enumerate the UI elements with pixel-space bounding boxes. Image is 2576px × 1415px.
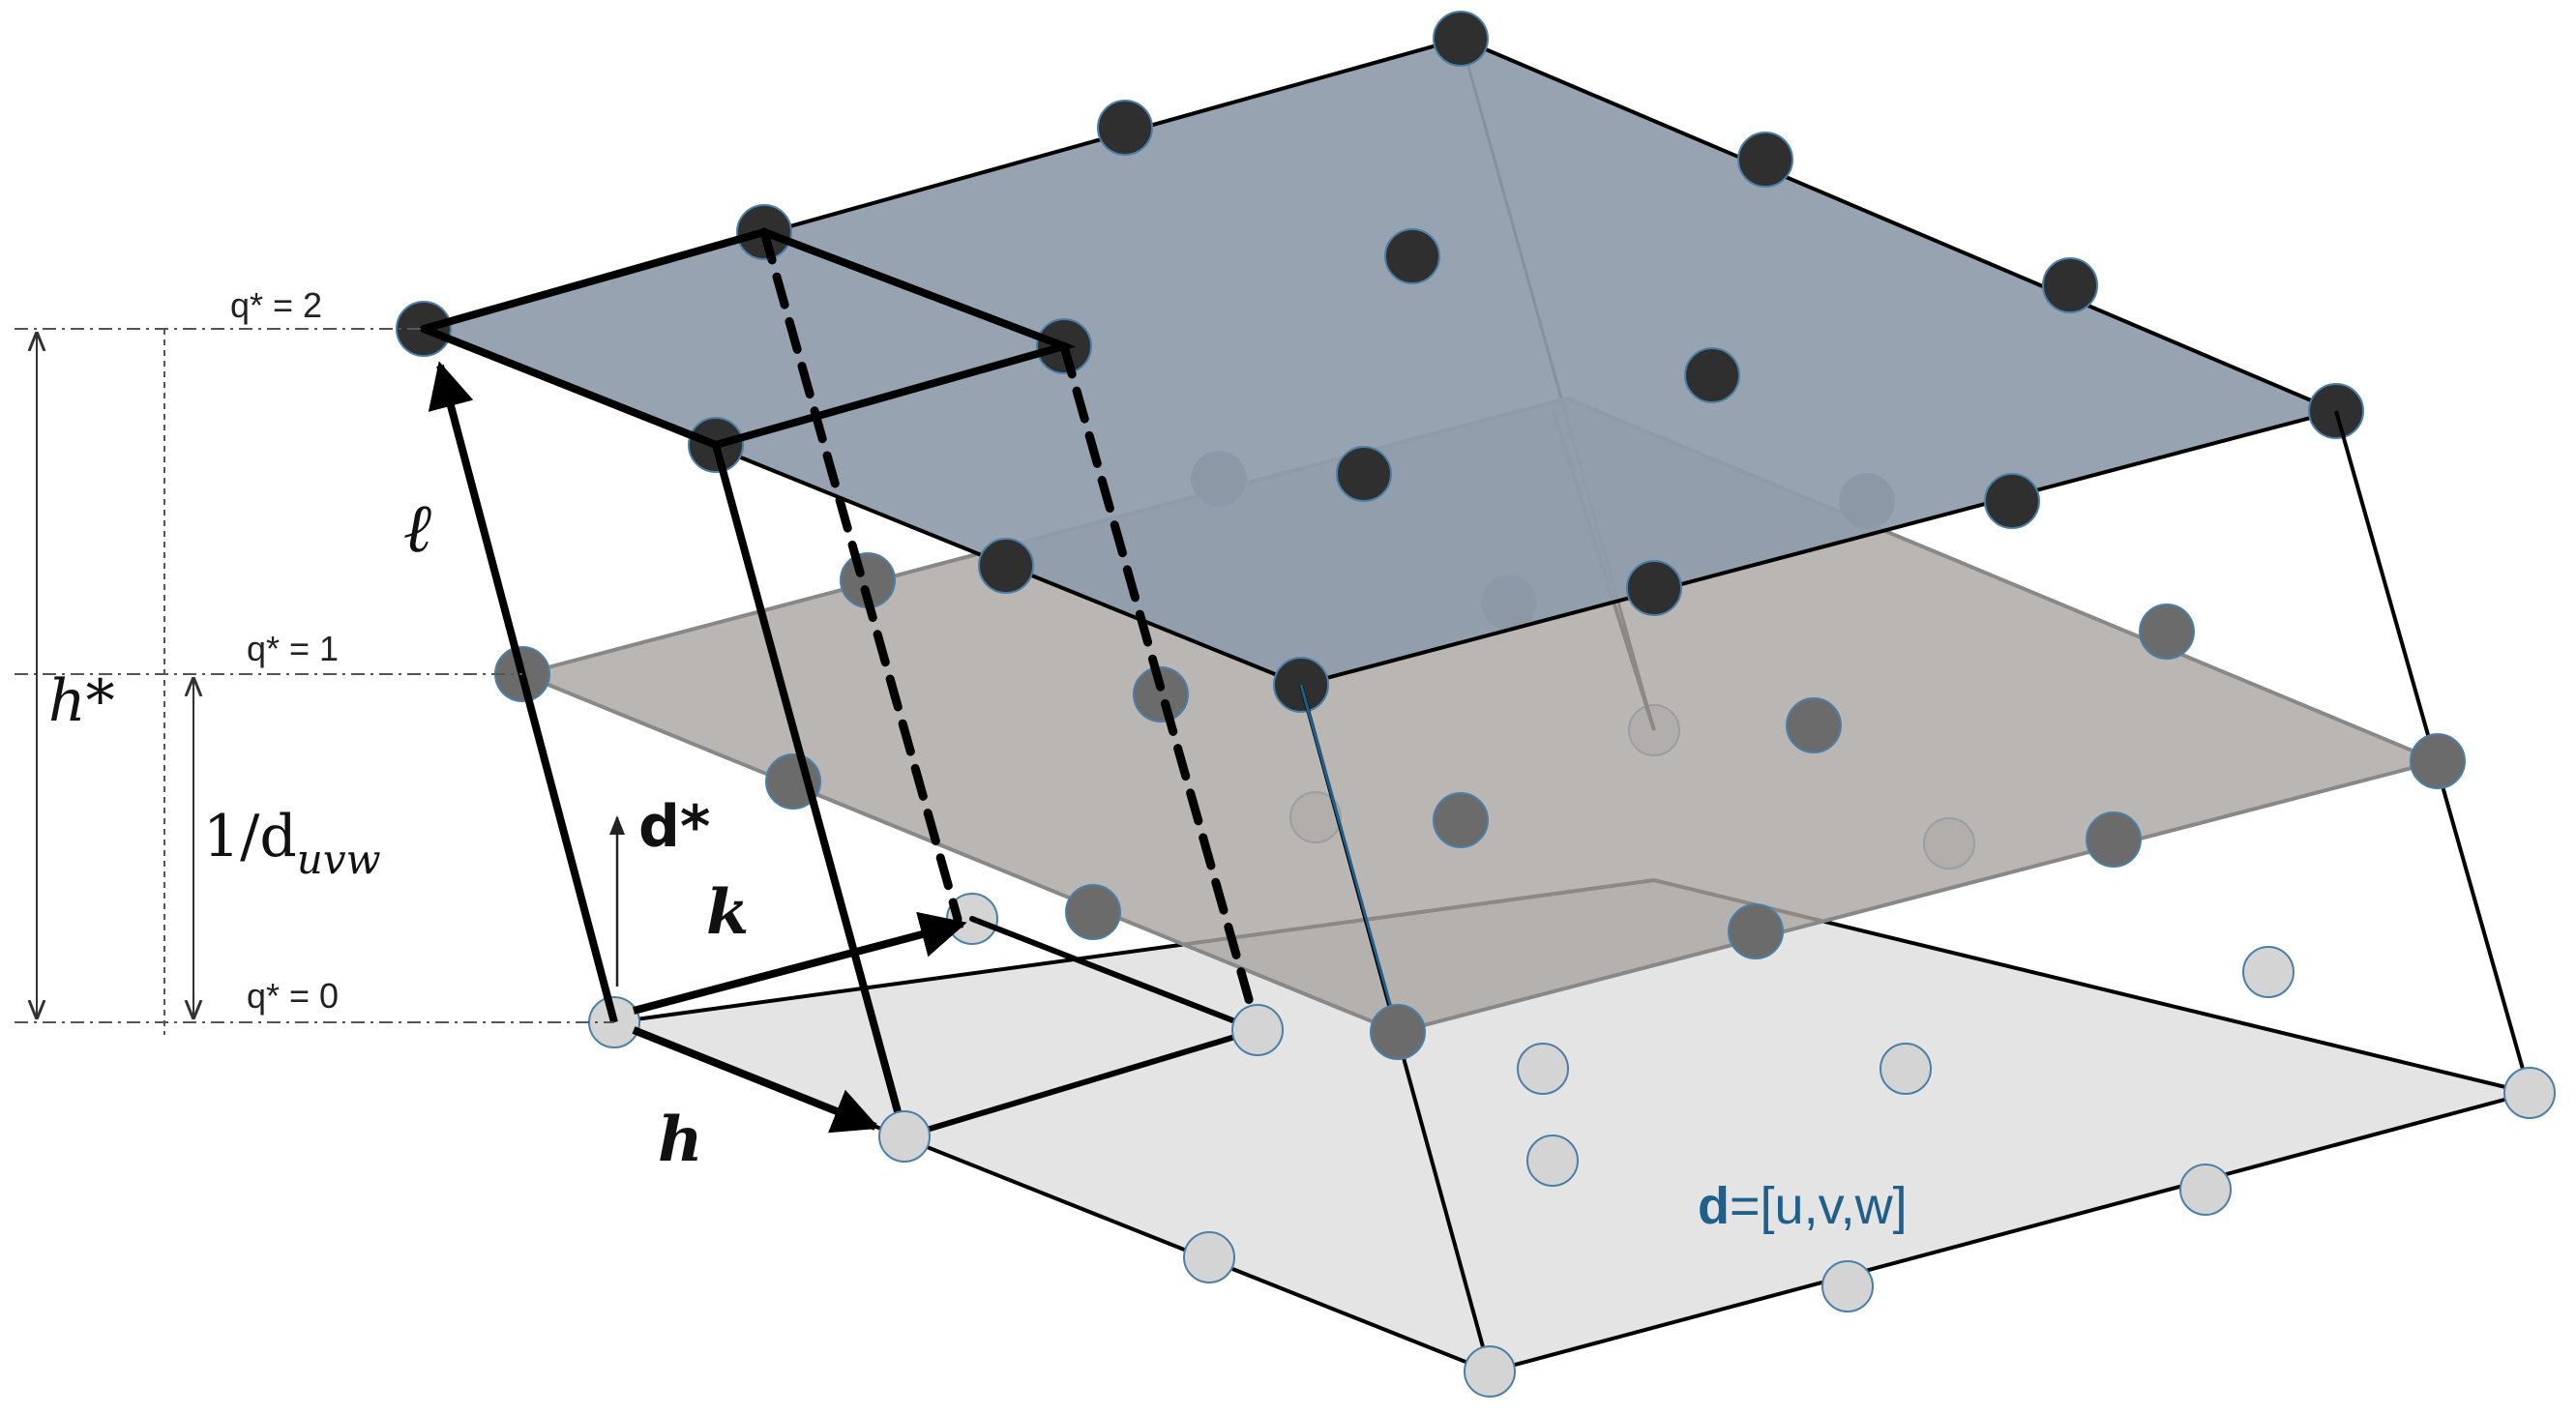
dimension-guides <box>15 328 614 1035</box>
top-plane-atoms <box>396 11 2364 713</box>
label-vector-h: 𝒉 <box>658 1104 703 1176</box>
unit-cell <box>420 227 1262 1140</box>
label-q0: q* = 0 <box>247 976 339 1016</box>
label-d-vector: d=[u,v,w] <box>1698 1177 1908 1235</box>
label-h-star: h* <box>48 667 115 735</box>
front-edge-blue <box>1299 684 1400 1033</box>
label-q1: q* = 1 <box>247 629 339 668</box>
label-q2: q* = 2 <box>230 285 322 325</box>
vector-h-arrow <box>632 1026 880 1134</box>
label-vector-l: ℓ <box>404 487 433 568</box>
label-vector-k: 𝒌 <box>706 876 749 949</box>
top-plane <box>417 36 2343 688</box>
label-inv-d: 1/duvw <box>203 803 381 883</box>
label-d-star: d* <box>638 793 710 861</box>
vector-l-arrow <box>428 361 618 1024</box>
vector-k-arrow <box>632 911 967 1015</box>
